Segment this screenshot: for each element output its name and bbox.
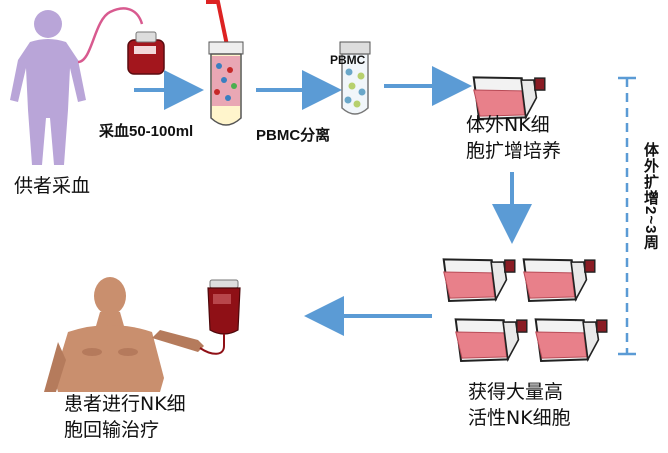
expansion-label-line2: 胞扩增培养 — [466, 140, 562, 162]
harvest-label-line2: 活性NK细胞 — [468, 407, 571, 429]
culture-flask-icon — [522, 298, 612, 379]
patient-label-line2: 胞回输治疗 — [64, 419, 160, 441]
iv-blood-bag-icon — [199, 279, 241, 355]
timeline-label: 体外扩增2~3周 — [642, 142, 659, 251]
culture-flask-icon — [510, 238, 600, 319]
harvest-label-line1: 获得大量高 — [468, 381, 564, 403]
blood-bag-icon — [127, 31, 165, 75]
pbmc-tube-icon — [339, 41, 371, 115]
timeline-bracket — [618, 76, 636, 356]
blood-line — [77, 7, 144, 64]
patient-figure-icon — [44, 277, 204, 392]
patient-label-line1: 患者进行NK细 — [64, 393, 186, 415]
culture-flask-icon — [442, 298, 532, 379]
donor-label: 供者采血 — [14, 175, 91, 197]
culture-flask-icon — [430, 238, 520, 319]
blood-tube-icon — [206, 0, 244, 126]
donor-figure-icon — [10, 10, 86, 165]
expansion-label-line1: 体外NK细 — [466, 114, 550, 136]
blood-volume-label: 采血50-100ml — [99, 123, 194, 140]
pbmc-separation-label: PBMC分离 — [256, 127, 331, 144]
pbmc-tube-label: PBMC — [330, 53, 366, 67]
harvest-flasks — [430, 238, 612, 379]
